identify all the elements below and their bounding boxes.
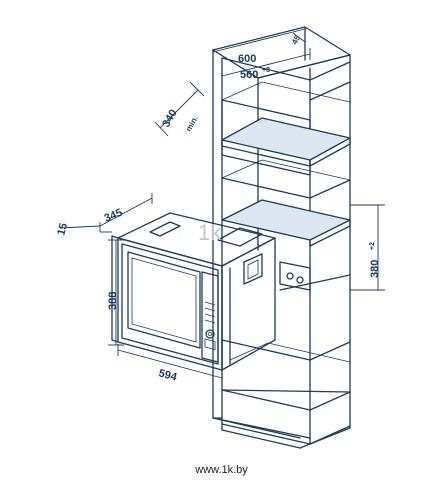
label-560-tol: +8 — [262, 67, 270, 74]
label-600: 600 — [238, 53, 256, 65]
label-594: 594 — [157, 367, 179, 384]
label-15: 15 — [55, 222, 70, 237]
label-345: 345 — [103, 207, 125, 225]
label-388: 388 — [107, 292, 119, 310]
label-340-min: min. — [184, 114, 200, 133]
oven-door-window — [127, 251, 201, 349]
oven-control-panel — [201, 271, 219, 363]
upper-shelf — [222, 118, 350, 160]
cabinet — [212, 26, 351, 449]
label-45: 45 — [290, 33, 303, 46]
oven-front — [117, 237, 223, 371]
oven-side — [221, 237, 276, 371]
microwave-oven — [111, 212, 276, 371]
watermark-logo: 1k — [198, 220, 222, 245]
side-bracket — [243, 253, 263, 285]
label-380-tol: +2 — [369, 242, 376, 250]
dial-icon — [205, 329, 215, 339]
dimension-lines — [59, 27, 385, 384]
label-560: 560 — [240, 69, 258, 81]
lower-shelf — [222, 200, 350, 240]
label-380: 380 — [369, 260, 381, 278]
footer-site-url: www.1k.by — [195, 464, 248, 476]
